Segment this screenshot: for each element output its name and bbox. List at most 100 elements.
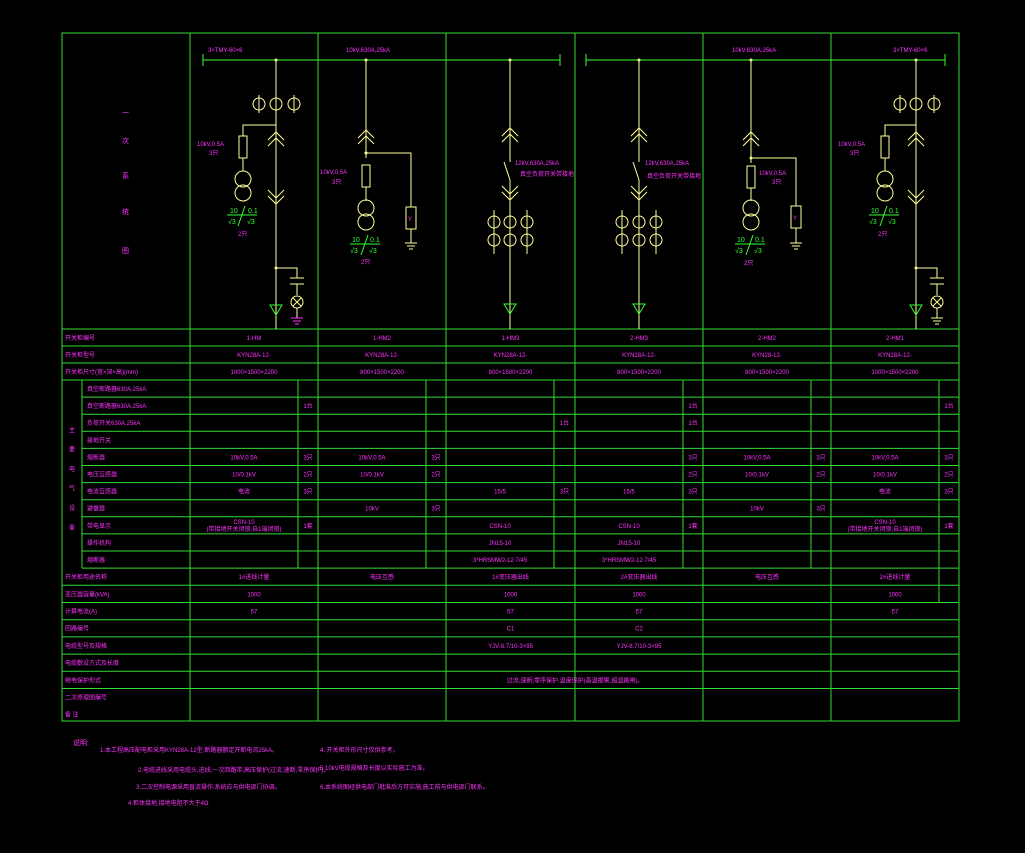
qty-cell: 1台 bbox=[944, 402, 953, 410]
table-cell: 电压互感 bbox=[370, 573, 394, 581]
bus-label-c1: 3×TMY-60×6 bbox=[208, 48, 243, 54]
table-cell: JN15-10 bbox=[618, 541, 641, 547]
qty-cell: 3只 bbox=[944, 489, 953, 496]
note-item: 4.柜体接地,接地电阻不大于4Ω bbox=[128, 799, 209, 807]
row-label: 备 注 bbox=[65, 711, 79, 719]
pt-ratio: 0.1 bbox=[889, 208, 899, 215]
table-cell: 电流 bbox=[238, 488, 250, 496]
table-cell: 10kV,0.5A bbox=[871, 455, 898, 461]
qty-cell: 3只 bbox=[303, 489, 312, 496]
current-transformer-icon bbox=[487, 210, 534, 254]
plug-contact-icon bbox=[742, 131, 760, 141]
plug-contact-icon bbox=[907, 131, 925, 141]
table-cell: (带接地开关闭锁,自1端闭锁) bbox=[206, 525, 281, 533]
note-item: 6.本系统图经供电部门批准后方可实施,施工前与供电部门联系。 bbox=[320, 783, 489, 791]
row-label: 回路编号 bbox=[65, 625, 89, 633]
pt-ratio: 10 bbox=[737, 237, 745, 244]
fuse-label: 10kV,0.5A bbox=[838, 142, 865, 148]
pt-ratio: √3 bbox=[350, 247, 358, 255]
row-label: 开关柜用途名称 bbox=[65, 573, 107, 581]
notes: 说明: 1.本工程高压配电柜采用KYN28A-12型,断路器额定开断电流25kA… bbox=[73, 738, 489, 807]
table-cell: 800×1500×2200 bbox=[617, 370, 661, 376]
table-cell: 57 bbox=[892, 610, 899, 616]
table-cell: (带接地开关闭锁,自1端闭锁) bbox=[847, 525, 922, 533]
table-cell: 15/5 bbox=[623, 490, 635, 496]
qty-cell: 2只 bbox=[303, 472, 312, 479]
table-cell: 57 bbox=[507, 610, 514, 616]
title-char: 系 bbox=[122, 171, 129, 180]
qty-cell: 3只 bbox=[303, 454, 312, 461]
table-cell: 800×1500×2200 bbox=[745, 370, 789, 376]
pt-ratio: 0.1 bbox=[370, 237, 380, 244]
pt-qty: 2只 bbox=[744, 260, 753, 267]
table-cell: 电压互感 bbox=[755, 573, 779, 581]
fuse-icon bbox=[238, 135, 248, 159]
table-cell: 10kV bbox=[750, 507, 764, 513]
table-cell: KYN28A-12- bbox=[622, 353, 656, 359]
note-item: 2.电缆进线采用电缆头,进线,一次回路带,高压保护(过流,速断,零序保护)。 bbox=[138, 766, 329, 774]
row-label: 计算电流(A) bbox=[65, 608, 97, 616]
group-label: 要 bbox=[69, 447, 75, 454]
qty-cell: 3只 bbox=[688, 489, 697, 496]
current-transformer-icon bbox=[252, 95, 301, 113]
cable-termination-icon bbox=[909, 304, 923, 316]
row-label: 开关柜尺寸(宽×深×高)(mm) bbox=[65, 368, 138, 376]
switch-rating: 12kV,630A,25kA bbox=[645, 161, 689, 167]
pt-ratio: √3 bbox=[247, 218, 255, 226]
table-cell: 1-HM bbox=[247, 336, 262, 342]
row-label: 电流互感器 bbox=[87, 488, 117, 496]
table-cell: 57 bbox=[636, 610, 643, 616]
qty-cell: 3只 bbox=[816, 454, 825, 461]
pt-qty: 2只 bbox=[238, 231, 247, 238]
table-cell: 1000 bbox=[504, 592, 518, 598]
fuse-qty: 3只 bbox=[209, 150, 218, 157]
group-label: 备 bbox=[69, 524, 75, 532]
table-cell: 1000 bbox=[632, 592, 646, 598]
qty-cell: 1套 bbox=[688, 522, 697, 530]
title-char: 统 bbox=[122, 207, 129, 216]
cabinet-6-circuit: 10kV,0.5A 3只 10 0.1 √3 √3 2只 bbox=[838, 58, 944, 329]
table-cell: 3*HRSMW2-12 7/45 bbox=[473, 558, 528, 564]
fuse-label: 10kV,0.5A bbox=[759, 171, 786, 177]
fuse-icon bbox=[361, 164, 371, 188]
row-label: 继电保护形式 bbox=[65, 676, 101, 684]
table-cell: YJV-8.7/10-3×95 bbox=[617, 644, 663, 650]
fuse-qty: 3只 bbox=[850, 150, 859, 157]
group-label: 电 bbox=[69, 465, 75, 473]
plug-contact-icon bbox=[501, 191, 519, 201]
row-label: 二次原理图编号 bbox=[65, 694, 107, 702]
table-cell: C2 bbox=[635, 627, 643, 633]
plug-contact-icon bbox=[501, 127, 519, 137]
table-cell: 1000 bbox=[247, 592, 261, 598]
current-transformer-icon bbox=[615, 210, 663, 254]
row-label: 电缆敷设方式及长度 bbox=[65, 659, 119, 667]
table-cell: 10/0.1kV bbox=[232, 473, 256, 479]
table-cell: 2-HM3 bbox=[630, 336, 649, 342]
qty-cell: 3只 bbox=[431, 454, 440, 461]
cabinet-1-circuit: 10kV,0.5A 3只 10 0.1 √3 √3 2只 bbox=[197, 58, 304, 329]
table-cell: 10kV,0.5A bbox=[230, 455, 257, 461]
table-cell: C1 bbox=[507, 627, 515, 633]
row-label: 变压器容量(kVA) bbox=[65, 590, 110, 598]
table-cell: 10kV,0.5A bbox=[743, 455, 770, 461]
protection-text: 过流,速断,零序保护,温度保护(高温报警,超温跳闸)。 bbox=[507, 676, 644, 684]
table-cell: CSN-10 bbox=[874, 520, 896, 526]
table-cell: 1#进线计量 bbox=[239, 573, 270, 581]
table-cell: KYN28A-12- bbox=[237, 353, 271, 359]
table-cell: 10/0.1kV bbox=[873, 473, 897, 479]
fuse-label: 10kV,0.5A bbox=[197, 142, 224, 148]
qty-cell: 2只 bbox=[688, 472, 697, 479]
notes-title: 说明: bbox=[73, 738, 89, 747]
title-char: 次 bbox=[122, 136, 129, 145]
qty-cell: 3只 bbox=[431, 506, 440, 513]
table-cell: 2#变压器出线 bbox=[621, 573, 658, 581]
qty-cell: 3只 bbox=[944, 454, 953, 461]
row-label: 电压互感器 bbox=[87, 471, 117, 479]
switch-desc: 真空负荷开关带接地 bbox=[647, 172, 701, 180]
title-char: 一 bbox=[122, 110, 129, 117]
row-label: 接地开关 bbox=[87, 436, 111, 444]
qty-cell: 1台 bbox=[688, 402, 697, 410]
note-item: 3.二次控制电源采用直流操作,系统应与供电部门协调。 bbox=[136, 783, 281, 791]
table-cell: KYN28-12- bbox=[752, 353, 782, 359]
table-cell: CSN-10 bbox=[489, 524, 511, 530]
